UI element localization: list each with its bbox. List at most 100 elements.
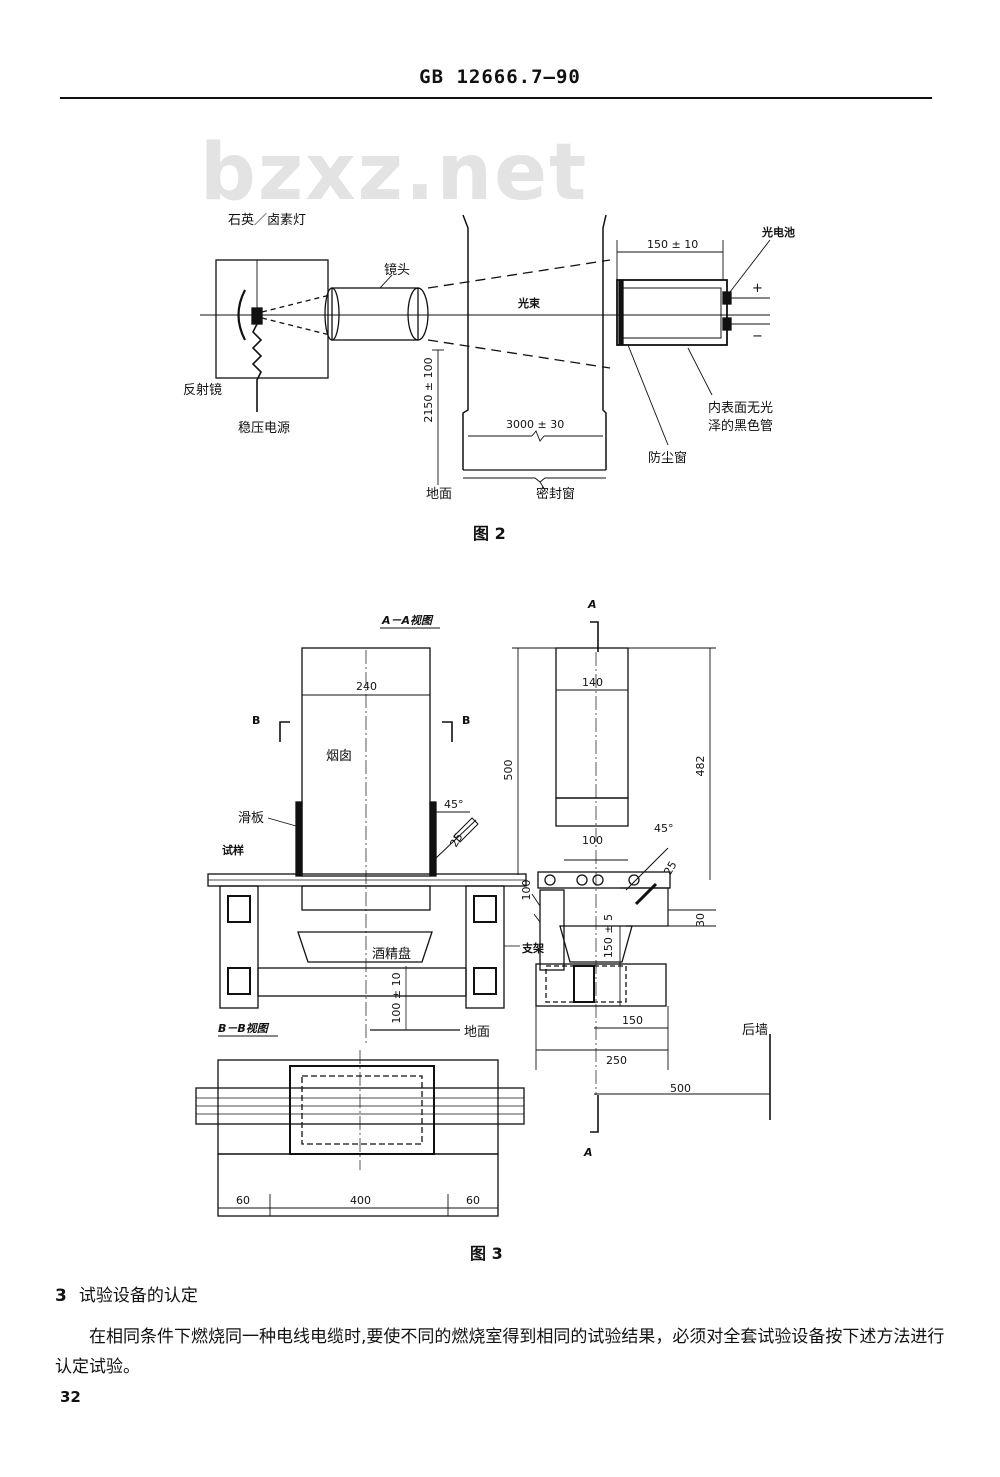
label-b-left: B xyxy=(252,714,260,727)
label-aa-100: 100 ± 10 xyxy=(390,972,403,1023)
reflector-shape xyxy=(237,289,246,341)
label-sample: 试样 xyxy=(222,843,244,857)
label-beam: 光束 xyxy=(517,296,541,310)
black-tube xyxy=(616,279,728,346)
label-a-bottom: A xyxy=(583,1146,593,1159)
stand-left xyxy=(219,885,259,1009)
section-mark-a-top xyxy=(590,621,599,652)
side-burner-nozzle xyxy=(634,882,658,906)
dust-window xyxy=(618,279,624,346)
chamber-right-wall xyxy=(602,214,607,470)
bolt xyxy=(576,874,588,886)
chamber-left-wall xyxy=(462,214,469,470)
label-slide: 滑板 xyxy=(238,811,264,826)
label-bracket: 支架 xyxy=(521,941,544,955)
section-mark-b-right xyxy=(442,721,453,742)
label-reflector: 反射镜 xyxy=(183,382,222,398)
figure-2-diagram: 石英／卤素灯 反射镜 稳压电源 镜头 光束 2150 ± 100 3000 ± … xyxy=(183,212,795,502)
stand-left-hole xyxy=(227,895,251,923)
label-alcohol-tray: 酒精盘 xyxy=(372,946,411,962)
label-lens: 镜头 xyxy=(384,263,410,278)
side-sample xyxy=(537,871,671,889)
label-power: 稳压电源 xyxy=(238,420,290,436)
side-tray xyxy=(559,925,633,963)
label-side-140: 140 xyxy=(582,676,603,689)
header-rule xyxy=(60,97,932,99)
label-bb-60a: 60 xyxy=(236,1194,250,1207)
bolt xyxy=(628,874,640,886)
label-side-150w: 150 xyxy=(622,1014,643,1027)
bolt xyxy=(544,874,556,886)
side-stand-detail xyxy=(531,893,541,923)
section-title: 试验设备的认定 xyxy=(78,1286,198,1306)
bb-title: B－B视图 xyxy=(218,1022,270,1035)
label-side-h100: 100 xyxy=(520,880,533,901)
section-mark-b-left xyxy=(279,721,290,742)
label-black-tube-1: 内表面无光 xyxy=(708,400,773,416)
stand-right-hole xyxy=(473,895,497,923)
dim-break xyxy=(531,430,545,442)
slide-right xyxy=(429,801,437,877)
section-paragraph: 在相同条件下燃烧同一种电线电缆时,要使不同的燃烧室得到相同的试验结果，必须对全套… xyxy=(55,1327,945,1377)
side-burner-frame xyxy=(620,887,669,927)
label-back-wall: 后墙 xyxy=(742,1023,768,1038)
lens-leader xyxy=(379,274,393,289)
page-number: 32 xyxy=(60,1388,81,1406)
slide-leader xyxy=(267,817,297,827)
dust-window-leader xyxy=(627,344,669,446)
label-side-482: 482 xyxy=(694,756,707,777)
photocell-body xyxy=(722,291,732,305)
bb-chimney-inner xyxy=(301,1075,423,1145)
label-side-500w: 500 xyxy=(670,1082,691,1095)
label-side-250: 250 xyxy=(606,1054,627,1067)
label-side-30: 30 xyxy=(694,913,707,927)
photocell-leader xyxy=(729,239,771,293)
label-chimney: 烟囱 xyxy=(326,749,352,764)
label-aa-25: 25 xyxy=(447,831,465,850)
label-240: 240 xyxy=(356,680,377,693)
burner-angle xyxy=(435,811,477,859)
sealed-window-bracket xyxy=(463,477,606,483)
label-side-150h: 150 ± 5 xyxy=(602,914,615,958)
photocell-body xyxy=(722,317,732,331)
label-side-angle: 45° xyxy=(654,822,674,835)
label-aa-angle: 45° xyxy=(444,798,464,811)
label-bb-60b: 60 xyxy=(466,1194,480,1207)
stand-left-hole xyxy=(227,967,251,995)
slide-left xyxy=(295,801,303,877)
beam-edge-top xyxy=(427,259,611,289)
figure-3-caption: 图 3 xyxy=(470,1244,503,1263)
label-side-w100: 100 xyxy=(582,834,603,847)
side-chimney-lower xyxy=(555,797,629,827)
bb-base xyxy=(217,1153,499,1217)
label-aa-ground: 地面 xyxy=(464,1025,490,1040)
side-base-hole xyxy=(573,965,595,1003)
label-side-500: 500 xyxy=(502,760,515,781)
base-beam xyxy=(257,967,467,997)
label-photocell: 光电池 xyxy=(761,225,795,239)
lamp-housing xyxy=(215,259,329,379)
side-base-hidden xyxy=(545,965,627,1003)
side-stand xyxy=(539,889,565,971)
aa-title: A－A视图 xyxy=(381,614,434,627)
bolt xyxy=(592,874,604,886)
burner-box xyxy=(453,817,479,843)
sealed-window-leader xyxy=(539,481,546,491)
label-dust-window: 防尘窗 xyxy=(648,450,687,466)
lens-right xyxy=(407,287,429,341)
side-base xyxy=(535,963,667,1007)
section-mark-a-bottom xyxy=(590,1095,599,1133)
beam-edge-bottom xyxy=(427,339,611,369)
stand-right-hole xyxy=(473,967,497,995)
label-height: 2150 ± 100 xyxy=(422,357,435,422)
watermark: bzxz.net xyxy=(200,128,589,218)
bb-chimney xyxy=(289,1065,435,1155)
figure-3-diagram: A－A视图 240 B B 烟囱 滑板 试样 45° 25 酒精盘 支架 100… xyxy=(195,598,771,1217)
chimney-base xyxy=(301,885,431,911)
label-ground: 地面 xyxy=(426,487,452,502)
lens-tube xyxy=(331,287,419,341)
chimney xyxy=(301,647,431,877)
label-sealed-window: 密封窗 xyxy=(536,486,575,502)
bb-frame xyxy=(217,1059,499,1155)
